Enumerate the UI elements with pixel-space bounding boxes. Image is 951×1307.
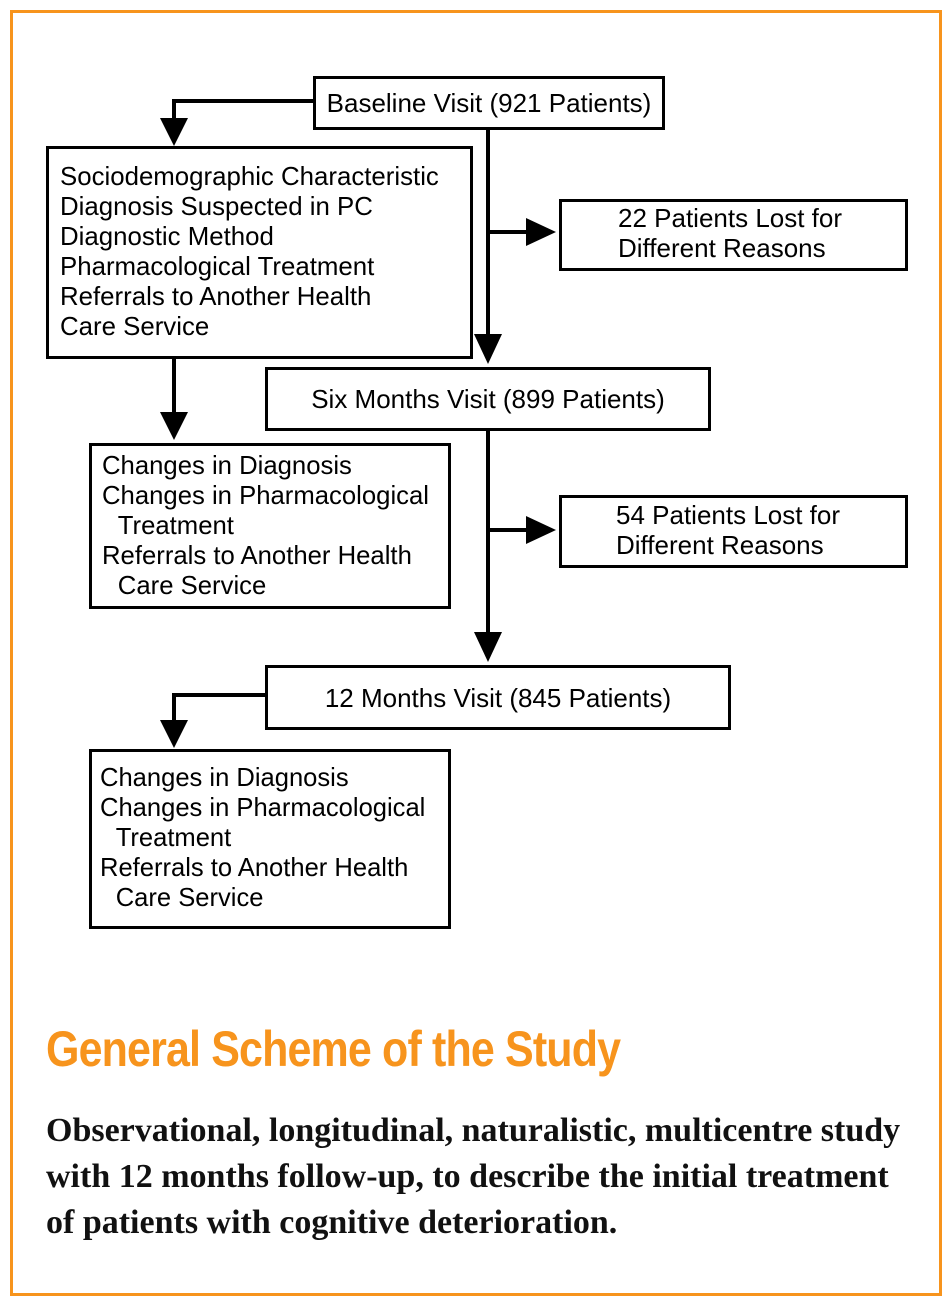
arrow-head: [160, 412, 188, 440]
six-months-details-box: Changes in Diagnosis Changes in Pharmaco…: [89, 443, 451, 609]
baseline-visit-label: Baseline Visit (921 Patients): [326, 88, 652, 118]
twelve-months-details-box: Changes in Diagnosis Changes in Pharmaco…: [89, 749, 451, 929]
arrow-head: [474, 632, 502, 662]
detail-line: Pharmacological Treatment: [60, 251, 375, 281]
detail-line: Changes in Pharmacological: [100, 792, 426, 822]
detail-line: Changes in Diagnosis: [102, 450, 352, 480]
lost-patients-box-2: 54 Patients Lost for Different Reasons: [559, 495, 908, 568]
detail-line: Treatment: [117, 510, 234, 540]
detail-line: Changes in Pharmacological: [102, 480, 429, 510]
six-months-visit-box: Six Months Visit (899 Patients): [265, 367, 711, 431]
page-title: General Scheme of the Study: [46, 1021, 621, 1077]
detail-line: Care Service: [60, 311, 210, 341]
arrow-twelve-to-details: [172, 693, 267, 722]
detail-line: Treatment: [115, 822, 232, 852]
arrow-baseline-to-details: [172, 99, 313, 118]
detail-line: Diagnosis Suspected in PC: [60, 191, 373, 221]
baseline-visit-box: Baseline Visit (921 Patients): [313, 76, 665, 130]
lost-patients-box-1: 22 Patients Lost for Different Reasons: [559, 199, 908, 271]
arrow-head: [160, 720, 188, 748]
detail-line: Changes in Diagnosis: [100, 762, 349, 792]
twelve-months-visit-label: 12 Months Visit (845 Patients): [324, 682, 672, 713]
arrow-head: [474, 334, 502, 364]
detail-line: Referrals to Another Health: [102, 540, 412, 570]
detail-line: Sociodemographic Characteristic: [60, 161, 439, 191]
lost-line: Different Reasons: [618, 233, 826, 263]
detail-line: Care Service: [117, 570, 267, 600]
six-months-visit-label: Six Months Visit (899 Patients): [311, 384, 665, 414]
detail-line: Care Service: [115, 882, 264, 912]
page-frame: [10, 10, 942, 1296]
study-description: Observational, longitudinal, naturalisti…: [46, 1112, 901, 1241]
detail-line: Diagnostic Method: [60, 221, 274, 251]
arrow-head: [526, 516, 556, 544]
lost-line: 54 Patients Lost for: [616, 500, 841, 530]
baseline-details-box: Sociodemographic Characteristic Diagnosi…: [46, 146, 473, 359]
lost-line: 22 Patients Lost for: [618, 203, 843, 233]
arrow-head: [160, 118, 188, 146]
lost-line: Different Reasons: [616, 530, 824, 560]
arrow-head: [526, 218, 556, 246]
detail-line: Referrals to Another Health: [100, 852, 409, 882]
detail-line: Referrals to Another Health: [60, 281, 372, 311]
twelve-months-visit-box: 12 Months Visit (845 Patients): [265, 665, 731, 730]
